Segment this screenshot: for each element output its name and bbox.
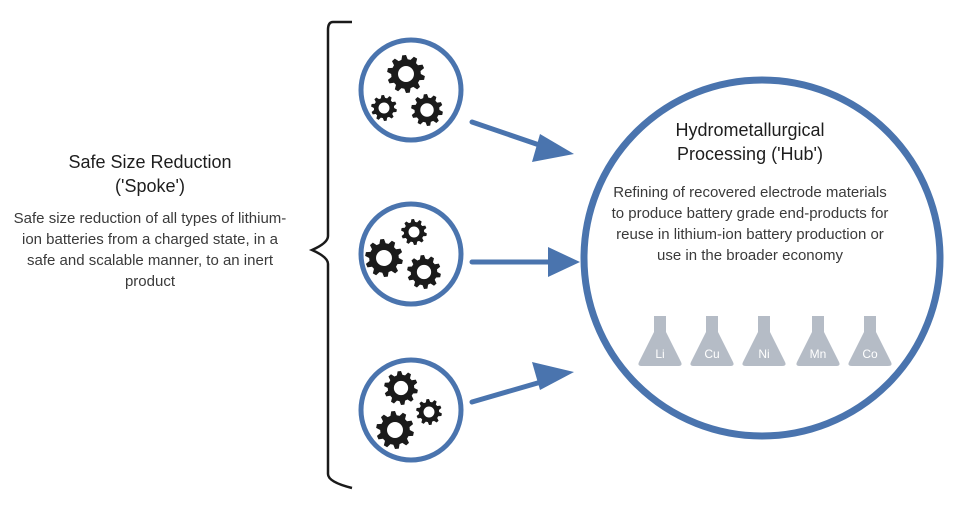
flask-icon-cu: Cu bbox=[690, 316, 734, 366]
gear-hole bbox=[423, 406, 435, 418]
gear-hole bbox=[408, 226, 420, 238]
hub-description: Refining of recovered electrode material… bbox=[611, 184, 889, 264]
flask-icon bbox=[742, 316, 786, 366]
gears-icon bbox=[376, 371, 442, 449]
flask-label: Li bbox=[655, 347, 664, 361]
flask-icon-li: Li bbox=[638, 316, 682, 366]
hub-title-line2: Processing ('Hub') bbox=[677, 144, 823, 164]
flask-label: Cu bbox=[704, 347, 719, 361]
gear-hole bbox=[393, 380, 409, 396]
gears-icon bbox=[371, 55, 443, 126]
flask-label: Ni bbox=[758, 347, 769, 361]
flask-label: Co bbox=[862, 347, 878, 361]
hub-title-line1: Hydrometallurgical bbox=[675, 120, 825, 140]
spoke-circle-top bbox=[358, 37, 464, 143]
gear-hole bbox=[376, 250, 392, 266]
spoke-description: Safe size reduction of all types of lith… bbox=[13, 210, 287, 290]
spoke-circle-bottom bbox=[358, 357, 464, 463]
arrow-right-icon bbox=[469, 362, 574, 405]
flask-icon bbox=[690, 316, 734, 366]
gear-hole bbox=[387, 422, 403, 438]
hub-title: Hydrometallurgical Processing ('Hub') bbox=[640, 118, 860, 166]
flask-icon bbox=[638, 316, 682, 366]
flask-icon-co: Co bbox=[848, 316, 892, 366]
gear-hole bbox=[420, 103, 434, 117]
flask-icon-mn: Mn bbox=[796, 316, 840, 366]
flask-label: Mn bbox=[810, 347, 827, 361]
gear-hole bbox=[398, 66, 414, 82]
spoke-text-block: Safe Size Reduction ('Spoke') Safe size … bbox=[10, 150, 290, 292]
flask-icon bbox=[796, 316, 840, 366]
gear-hole bbox=[378, 102, 390, 114]
spoke-title: Safe Size Reduction ('Spoke') bbox=[10, 150, 290, 198]
flask-icon bbox=[848, 316, 892, 366]
gear-hole bbox=[416, 264, 432, 280]
spoke-title-line2: ('Spoke') bbox=[115, 176, 185, 196]
flask-row: Li Cu Ni Mn Co bbox=[638, 316, 892, 366]
spoke-circle-middle bbox=[358, 201, 464, 307]
curly-brace bbox=[308, 20, 353, 490]
arrow-right-icon bbox=[469, 119, 574, 162]
arrow-right-icon bbox=[469, 247, 580, 277]
flask-icon-ni: Ni bbox=[742, 316, 786, 366]
spoke-title-line1: Safe Size Reduction bbox=[68, 152, 232, 172]
gears-icon bbox=[365, 219, 441, 289]
